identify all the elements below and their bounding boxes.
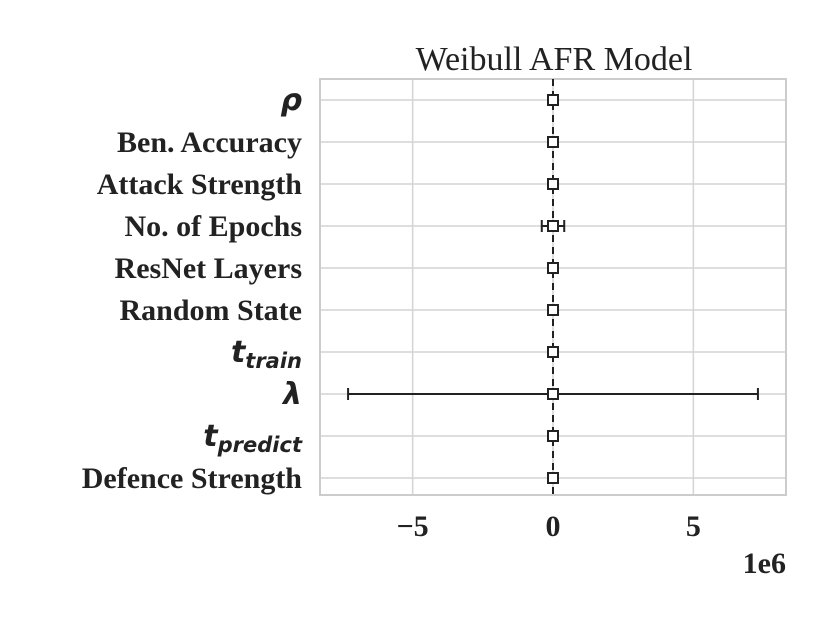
x-tick-label: 0 <box>546 510 561 543</box>
coef-marker <box>547 136 559 148</box>
row-label: Ben. Accuracy <box>117 126 302 159</box>
row-label: λ <box>281 377 302 412</box>
coef-marker <box>547 304 559 316</box>
row-label: Defence Strength <box>82 462 303 495</box>
coef-marker <box>547 94 559 106</box>
coef-marker <box>547 220 559 232</box>
coef-marker <box>547 430 559 442</box>
coef-marker <box>547 262 559 274</box>
x-tick-label: 5 <box>686 510 701 543</box>
row-label: No. of Epochs <box>124 210 302 243</box>
chart-title: Weibull AFR Model <box>416 41 693 78</box>
coef-marker <box>547 178 559 190</box>
x-offset-label: 1e6 <box>743 547 786 580</box>
row-label-subscript: predict <box>217 433 303 457</box>
row-label: Random State <box>119 294 302 327</box>
row-label: tpredict <box>203 419 303 457</box>
row-label: Attack Strength <box>97 168 303 201</box>
row-label: ttrain <box>231 335 302 373</box>
coef-marker <box>547 472 559 484</box>
row-label: ResNet Layers <box>115 252 302 285</box>
coef-marker <box>547 388 559 400</box>
row-label-subscript: train <box>245 349 302 373</box>
coef-marker <box>547 346 559 358</box>
x-tick-label: −5 <box>397 510 429 543</box>
row-label: ρ <box>281 83 302 118</box>
